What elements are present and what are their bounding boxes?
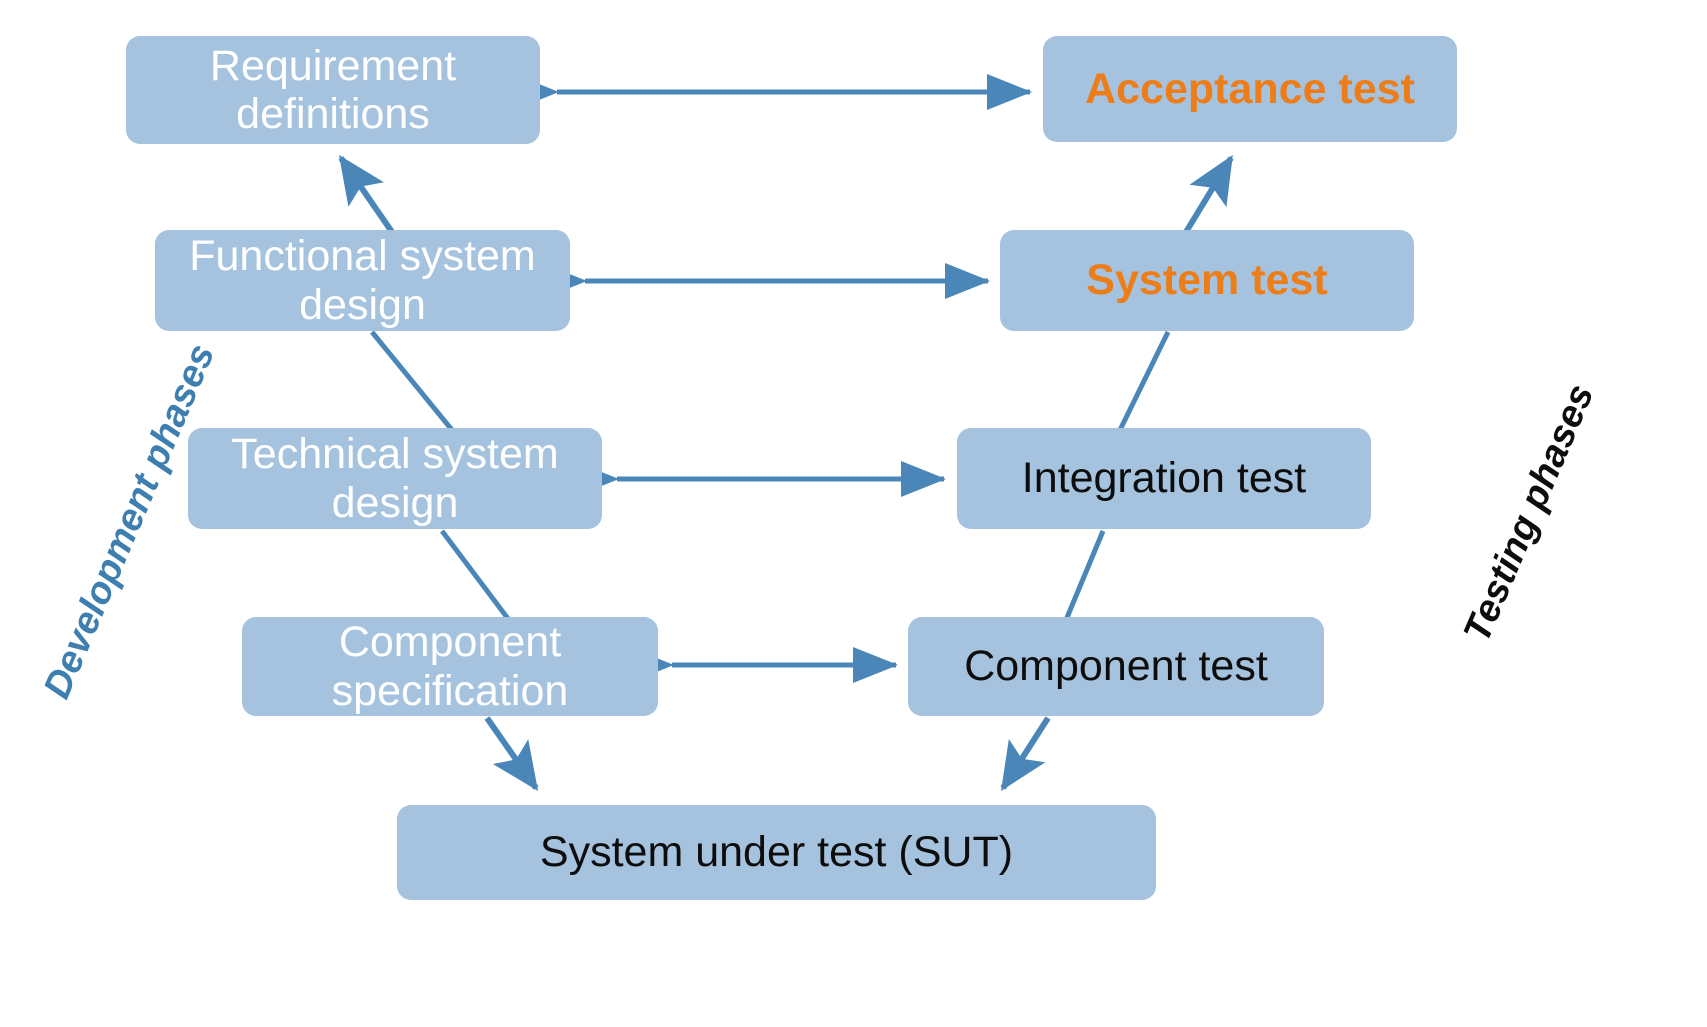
- node-technical-system-design[interactable]: Technical system design: [188, 428, 602, 529]
- node-label-integration-test: Integration test: [1021, 454, 1307, 503]
- node-system-under-test[interactable]: System under test (SUT): [397, 805, 1156, 900]
- node-functional-system-design[interactable]: Functional system design: [155, 230, 570, 331]
- connector-technical-to-functional: [370, 330, 454, 432]
- node-label-system-test: System test: [1086, 256, 1328, 305]
- connector-componentspec-to-technical: [440, 529, 511, 622]
- node-label-functional-system-design: Functional system design: [189, 232, 536, 329]
- node-system-test[interactable]: System test: [1000, 230, 1414, 331]
- node-requirement-definitions[interactable]: Requirement definitions: [126, 36, 540, 144]
- connector-componenttest-to-sut: [1000, 716, 1051, 792]
- node-component-specification[interactable]: Component specification: [242, 617, 658, 716]
- node-label-component-specification: Component specification: [331, 618, 569, 715]
- connector-componentspec-to-sut: [484, 716, 539, 791]
- node-label-requirement-definitions: Requirement definitions: [209, 41, 457, 138]
- connector-functional-to-requirements: [338, 155, 395, 234]
- node-label-system-under-test: System under test (SUT): [539, 828, 1014, 877]
- node-acceptance-test[interactable]: Acceptance test: [1043, 36, 1457, 142]
- node-label-technical-system-design: Technical system design: [231, 430, 559, 527]
- connector-systemtest-to-acceptance: [1183, 154, 1234, 234]
- connector-componenttest-to-integration: [1063, 530, 1106, 621]
- node-label-component-test: Component test: [964, 642, 1268, 691]
- node-integration-test[interactable]: Integration test: [957, 428, 1371, 529]
- node-label-acceptance-test: Acceptance test: [1085, 64, 1415, 113]
- connector-integration-to-systemtest: [1117, 330, 1171, 432]
- node-component-test[interactable]: Component test: [908, 617, 1324, 716]
